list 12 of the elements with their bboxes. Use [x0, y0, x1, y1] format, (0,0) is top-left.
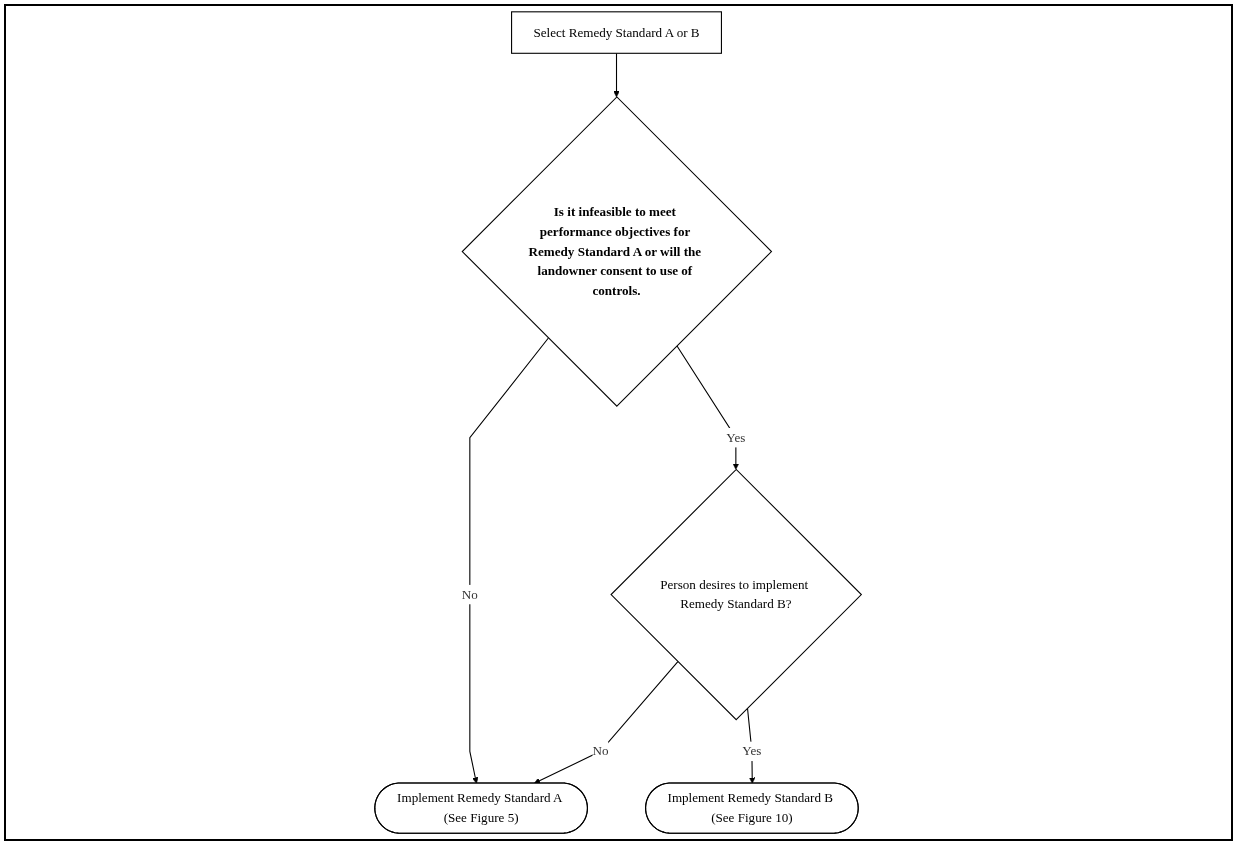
edge-label: Yes	[742, 743, 762, 759]
node-box	[511, 11, 723, 54]
arrow	[613, 52, 621, 98]
edge-label: Yes	[726, 430, 746, 445]
arrow	[534, 661, 679, 784]
edge-label: No	[462, 586, 479, 602]
arrow	[676, 345, 740, 470]
node-diamond	[610, 468, 863, 721]
arrow	[469, 337, 550, 784]
page-frame: Yes No No Yes Select Remedy Standard A or B Is it infeasible to meet performance objectives for Remedy Standard A or will the landowner consent to use of controls. Person desires to implement Remedy Standard B? Implement Remedy Standard A (See Figure 5) Implement Remedy Standard B (See Figure 10)	[4, 4, 1233, 841]
node-diamond	[461, 96, 773, 407]
edge-label: No	[592, 743, 609, 759]
